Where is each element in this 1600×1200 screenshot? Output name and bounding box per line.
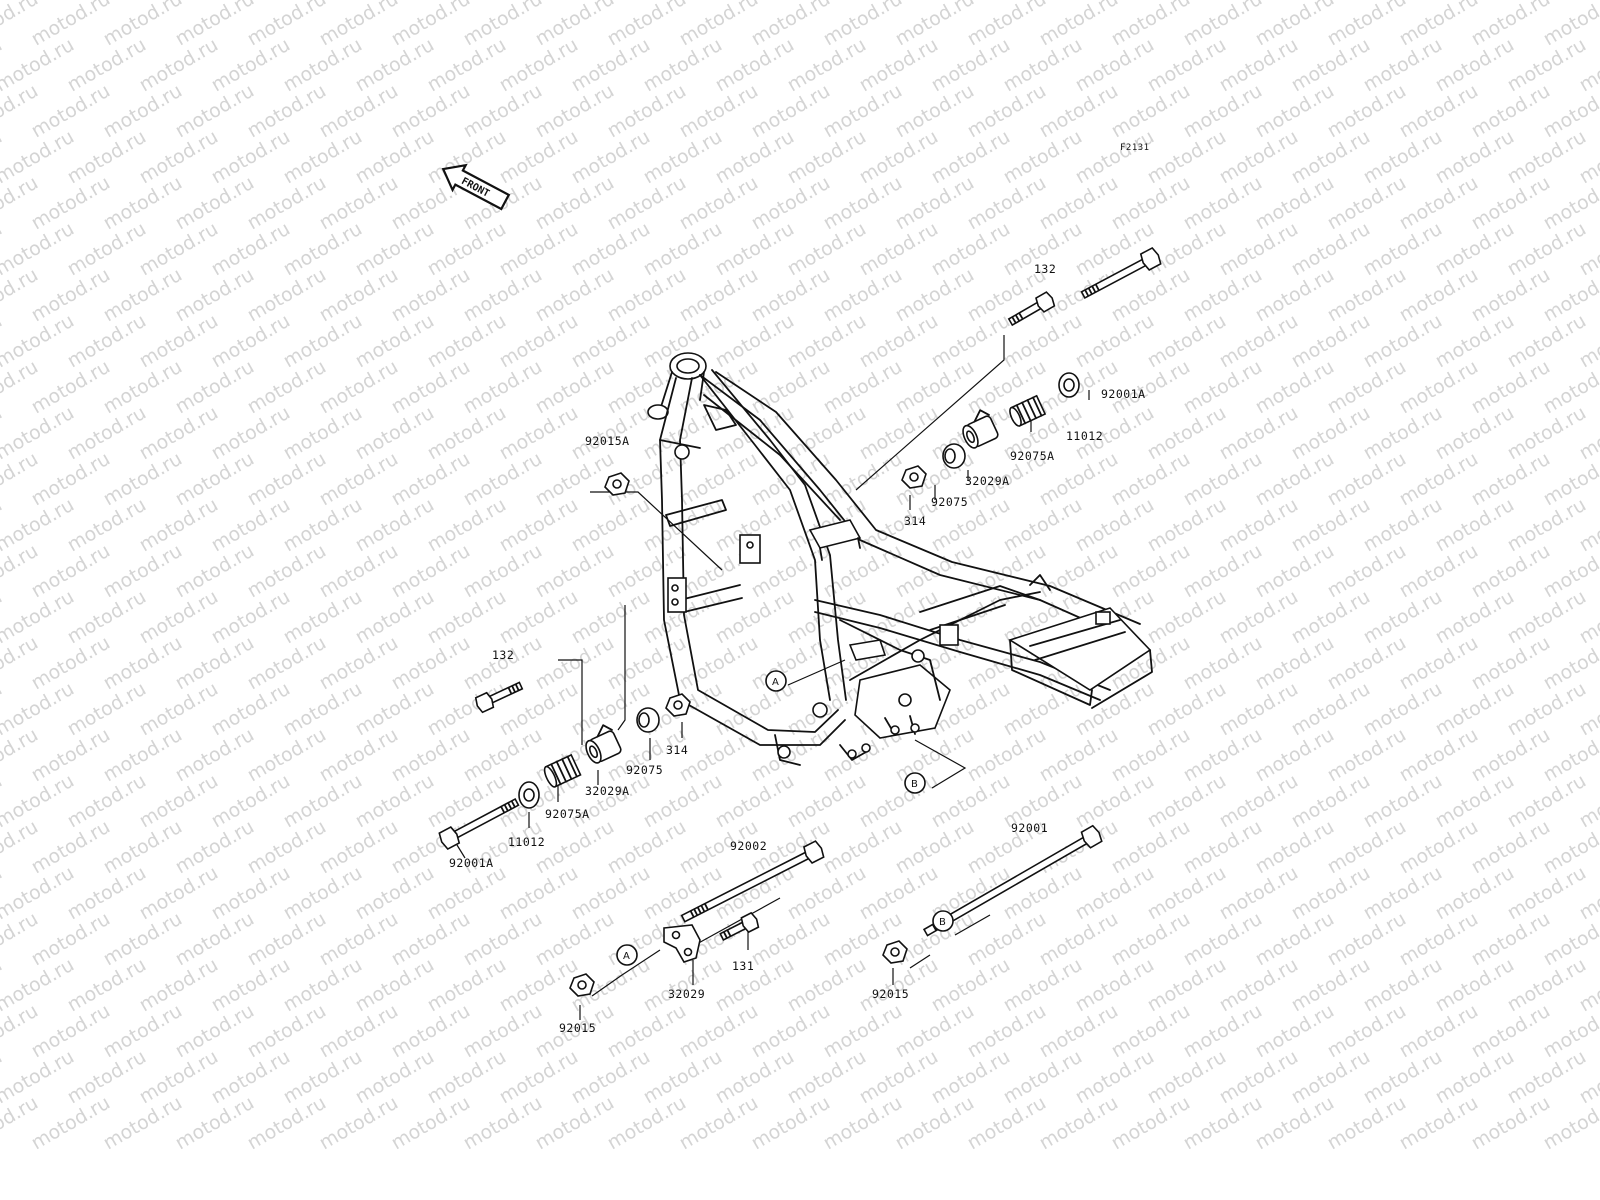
bolt-92001-icon <box>922 824 1103 937</box>
bushing-92075A-top-icon <box>1009 394 1047 427</box>
watermark-text: motod.ru <box>1576 0 1600 4</box>
callout-314-top: 314 <box>904 514 926 528</box>
reference-marker-A-bolt: A <box>616 944 638 966</box>
reference-marker-B-frame: B <box>904 772 926 794</box>
callout-132-left: 132 <box>492 648 514 662</box>
frame-illustration <box>647 352 1153 766</box>
callout-32029: 32029 <box>668 987 705 1001</box>
callout-92075A-left: 92075A <box>545 807 590 821</box>
callout-92015-left: 92015 <box>559 1021 596 1035</box>
bushing-92075A-left-icon <box>543 753 582 788</box>
reference-marker-A-frame: A <box>765 670 787 692</box>
hardware-parts <box>438 246 1162 997</box>
callout-92001A-top: 92001A <box>1101 387 1146 401</box>
callout-92001: 92001 <box>1011 821 1048 835</box>
callout-92075-left: 92075 <box>626 763 663 777</box>
callout-32029A-left: 32029A <box>585 784 630 798</box>
bolt-92001A-top-icon <box>1080 246 1162 300</box>
callout-131: 131 <box>732 959 754 973</box>
callout-132-top: 132 <box>1034 262 1056 276</box>
bolt-92002-icon <box>680 840 825 923</box>
callout-labels: 132 92001A 11012 92075A 32029A 92075 314… <box>449 262 1146 1035</box>
svg-text:A: A <box>772 677 779 688</box>
callout-92001A-left: 92001A <box>449 856 494 870</box>
bolt-132-top-icon <box>1007 291 1056 327</box>
svg-text:B: B <box>911 779 918 790</box>
callout-92075A-top: 92075A <box>1010 449 1055 463</box>
figure-code: F2131 <box>1120 143 1150 153</box>
callout-32029A-top: 32029A <box>965 474 1010 488</box>
bracket-32029A-top-icon <box>962 409 999 449</box>
callout-314-left: 314 <box>666 743 688 757</box>
callout-92015A: 92015A <box>585 434 630 448</box>
bolt-132-left-icon <box>474 681 524 714</box>
leader-lines <box>456 335 1090 1020</box>
bolt-131-icon <box>719 911 760 941</box>
callout-92015-right: 92015 <box>872 987 909 1001</box>
bolt-92001A-left-icon <box>438 797 520 851</box>
callout-92075-top: 92075 <box>931 495 968 509</box>
callout-92002: 92002 <box>730 839 767 853</box>
reference-marker-B-bolt: B <box>932 910 954 932</box>
callout-11012-left: 11012 <box>508 835 545 849</box>
callout-11012-top: 11012 <box>1066 429 1103 443</box>
bracket-32029A-left-icon <box>585 724 622 764</box>
svg-text:A: A <box>623 951 630 962</box>
svg-text:B: B <box>939 917 946 928</box>
